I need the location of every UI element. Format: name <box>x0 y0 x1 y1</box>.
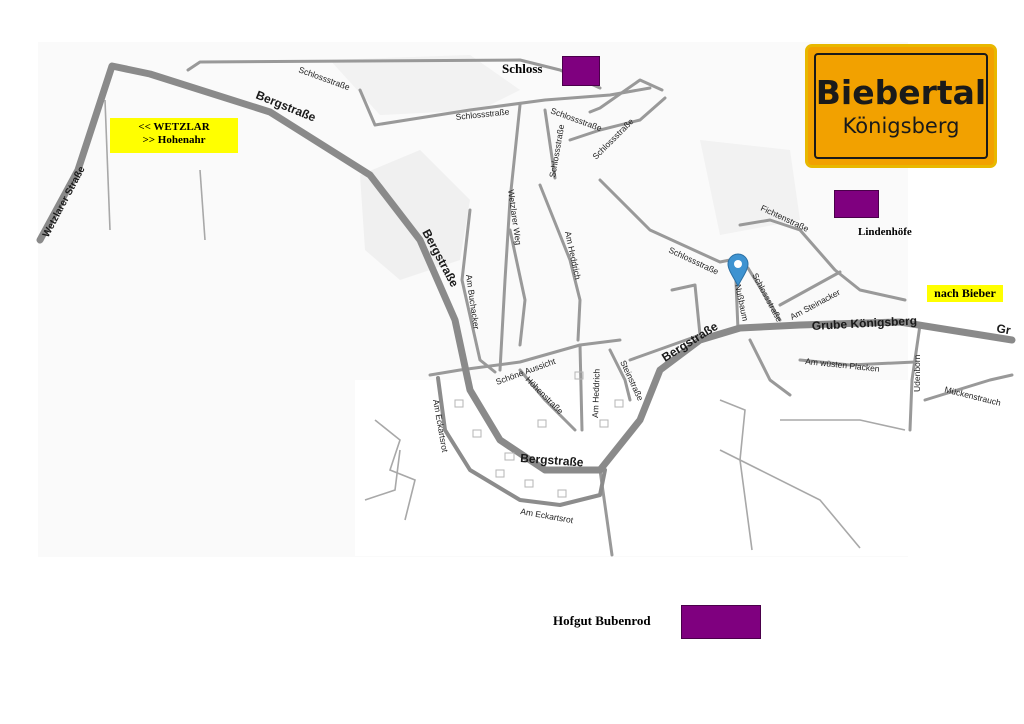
marker-lindenhoefe[interactable] <box>834 190 879 218</box>
tracks <box>104 99 906 551</box>
main-roads <box>36 62 1016 474</box>
place-label-hofgut-bubenrod: Hofgut Bubenrod <box>553 613 651 628</box>
town-sign: Biebertal Königsberg <box>805 44 997 168</box>
label-gr: Gr <box>995 321 1012 337</box>
label-mueckenstrauch: Mückenstrauch <box>944 384 1003 408</box>
direction-hohenahr: >> Hohenahr <box>142 134 206 146</box>
direction-box-wetzlar: << WETZLAR >> Hohenahr <box>110 118 238 153</box>
woodland-area <box>330 55 520 115</box>
town-sign-inner: Biebertal Königsberg <box>814 53 988 159</box>
woodland-area <box>360 150 470 280</box>
direction-box-bieber: nach Bieber <box>927 285 1003 302</box>
map-background-lower <box>355 380 910 556</box>
direction-nach-bieber: nach Bieber <box>934 286 996 300</box>
buildings <box>454 371 624 498</box>
label-grube-koenigsberg: Grube Königsberg <box>811 314 917 333</box>
place-label-schloss: Schloss <box>502 61 543 76</box>
direction-wetzlar: << WETZLAR <box>138 121 210 133</box>
road-am-eckartsrot <box>436 376 607 507</box>
minor-roads <box>186 58 1014 557</box>
woodland-area <box>700 140 800 235</box>
label-am-heddrich: Am Heddrich <box>590 368 602 418</box>
map-pin-icon[interactable] <box>727 253 749 288</box>
district-name: Königsberg <box>842 114 960 138</box>
label-udenborn: Udenborn <box>912 354 922 392</box>
place-label-lindenhoefe: Lindenhöfe <box>858 226 912 238</box>
town-name: Biebertal <box>815 73 987 112</box>
marker-schloss[interactable] <box>562 56 600 86</box>
marker-hofgut-bubenrod[interactable] <box>681 605 761 639</box>
label-bergstrasse: Bergstraße <box>520 451 585 469</box>
